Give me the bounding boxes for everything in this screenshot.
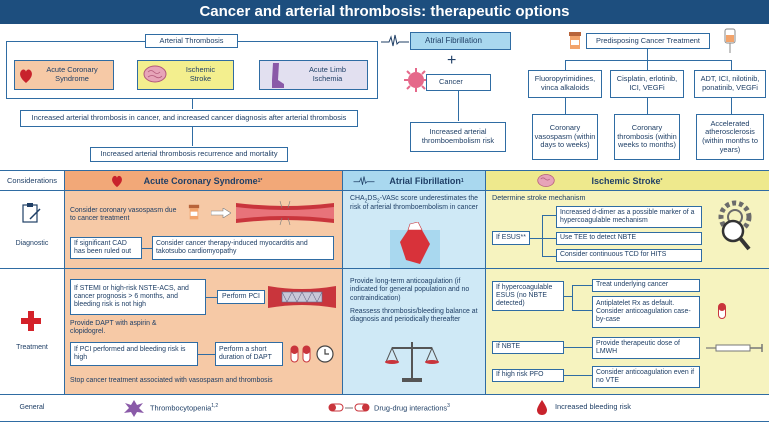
syringe-icon [706, 344, 763, 352]
brain-icon [537, 174, 555, 187]
stroke-diag-tcd: Consider continuous TCD for HITS [556, 249, 702, 262]
ischemic-stroke-label: Ischemic Stroke [185, 65, 216, 83]
stroke-header-label: Ischemic Stroke [591, 175, 661, 186]
arterial-thrombosis-label: Arterial Thrombosis [145, 34, 238, 48]
drug-box-2: Cisplatin, erlotinib, ICI, VEGFi [610, 70, 684, 98]
leg-icon [272, 63, 284, 88]
diagnostic-label: Diagnostic [15, 240, 49, 247]
af-diag-chads-b: DS [367, 195, 377, 202]
vasospasm-vessel-icon [236, 200, 334, 226]
acs-diag-vasospasm: Consider coronary vasospasm due to cance… [70, 207, 177, 223]
stroke-tx-if-nbte: If NBTE [492, 341, 564, 354]
stroke-diag-ddimer: Increased d-dimer as a possible marker o… [556, 206, 702, 228]
capsule-icon [290, 345, 311, 363]
general-drug-interactions-label: Drug-drug interactions [374, 403, 448, 413]
ecg-icon [353, 176, 375, 185]
cancer-box: Cancer [426, 74, 491, 91]
af-tx-anticoagulation: Provide long-term anticoagulation (if in… [350, 278, 470, 302]
af-diag-chads-a: CHA [350, 195, 365, 202]
drug-box-3: ADT, ICI, nilotinib, ponatinib, VEGFi [694, 70, 766, 98]
pill-bottle-icon [188, 204, 200, 220]
acs-tx-pci-bleeding-box: If PCI performed and bleeding risk is hi… [70, 342, 198, 366]
acs-diag-myocarditis-box: Consider cancer therapy-induced myocardi… [152, 236, 334, 260]
stroke-tx-antiplatelet: Antiplatelet Rx as default. Consider ant… [592, 296, 700, 328]
effect-box-3: Accelerated atherosclerosis (within mont… [696, 114, 764, 160]
acs-tx-dapt: Provide DAPT with aspirin & clopidogrel. [70, 320, 157, 336]
acs-tx-stemi-box: If STEMI or high-risk NSTE-ACS, and canc… [70, 279, 206, 315]
af-header-sup: 1 [460, 177, 464, 184]
acs-tx-pci-box: Perform PCI [217, 290, 265, 304]
stroke-header-sup: * [660, 177, 663, 184]
heart-icon [20, 69, 32, 83]
predisposing-box: Predisposing Cancer Treatment [586, 33, 710, 49]
af-diag-sub1: 2 [364, 198, 368, 205]
af-tx-reassess: Reassess thrombosis/bleeding balance at … [350, 308, 478, 324]
stroke-diag-if-esus: If ESUS** [492, 231, 530, 245]
effect-box-2: Coronary thrombosis (within weeks to mon… [614, 114, 680, 160]
acute-limb-label: Acute Limb Ischemia [309, 65, 346, 83]
acs-tx-stop-treatment: Stop cancer treatment associated with va… [70, 377, 273, 384]
recurrence-box: Increased arterial thrombosis recurrence… [90, 147, 288, 162]
cancer-cell-icon [404, 68, 428, 92]
stent-icon [268, 286, 336, 308]
scale-icon [385, 342, 439, 382]
arrow-right-icon [211, 208, 231, 218]
stroke-tx-hypercoag-box: If hypercoagulable ESUS (no NBTE detecte… [492, 281, 564, 311]
page-title: Cancer and arterial thrombosis: therapeu… [0, 0, 769, 24]
ecg-icon [381, 34, 409, 47]
stroke-tx-if-pfo: If high risk PFO [492, 369, 564, 382]
acs-label: Acute Coronary Syndrome [46, 65, 98, 83]
increased-thrombosis-box: Increased arterial thrombosis in cancer,… [20, 110, 358, 127]
stroke-tx-treat-cancer: Treat underlying cancer [592, 279, 700, 292]
iv-bag-icon [724, 28, 736, 53]
stroke-diag-tee: Use TEE to detect NBTE [556, 232, 702, 245]
general-drug-interactions-sup: 3 [447, 403, 450, 409]
capsule-icon [718, 303, 726, 319]
medical-cross-icon [21, 311, 41, 331]
pill-bottle-icon [569, 32, 581, 49]
af-header-label: Atrial Fibrillation [389, 175, 461, 186]
clock-icon [316, 345, 334, 363]
af-diag-chads-c: -VASc score underestimates the risk of a… [350, 195, 479, 212]
gear-magnifier-icon [718, 200, 752, 251]
blood-drop-icon [537, 400, 547, 415]
acs-header-label: Acute Coronary Syndrome [143, 175, 258, 186]
general-thrombocytopenia-sup: 1,2 [211, 403, 219, 409]
stroke-tx-lmwh: Provide therapeutic dose of LMWH [592, 337, 700, 359]
thromboembolism-risk-box: Increased arterial thromboembolism risk [410, 122, 506, 152]
acs-tx-short-dapt-box: Perform a short duration of DAPT [215, 342, 283, 366]
stroke-diag-title: Determine stroke mechanism [492, 193, 586, 202]
atrial-fibrillation-box: Atrial Fibrillation [410, 32, 511, 50]
stroke-tx-pfo-anticoag: Consider anticoagulation even if no VTE [592, 366, 700, 388]
drug-box-1: Fluoropyrimidines, vinca alkaloids [528, 70, 602, 98]
af-diag-sub2: 2 [376, 198, 380, 205]
af-diag-chads: CHA2DS2-VASc score underestimates the ri… [350, 195, 480, 213]
general-label: General [19, 404, 45, 411]
brain-icon [143, 65, 167, 83]
general-thrombocytopenia-label: Thrombocytopenia [150, 403, 212, 413]
considerations-header: Considerations [0, 171, 64, 190]
stroke-header: Ischemic Stroke* [485, 171, 769, 190]
general-thrombocytopenia: Thrombocytopenia1,2 [150, 403, 218, 413]
general-bleeding-risk: Increased bleeding risk [555, 402, 632, 411]
acs-diag-cad-box: If significant CAD has been ruled out [70, 237, 142, 259]
acs-header-sup: 1* [257, 177, 263, 184]
clipboard-icon [22, 203, 41, 223]
general-drug-interactions: Drug-drug interactions3 [374, 403, 450, 413]
treatment-label: Treatment [16, 344, 48, 351]
platelet-icon [124, 400, 144, 417]
af-column [342, 171, 485, 394]
heart-icon [112, 175, 122, 188]
plus-sign: + [447, 52, 457, 69]
effect-box-1: Coronary vasospasm (within days to weeks… [532, 114, 598, 160]
iceberg-icon [390, 222, 440, 268]
drug-interaction-icon [328, 403, 370, 412]
